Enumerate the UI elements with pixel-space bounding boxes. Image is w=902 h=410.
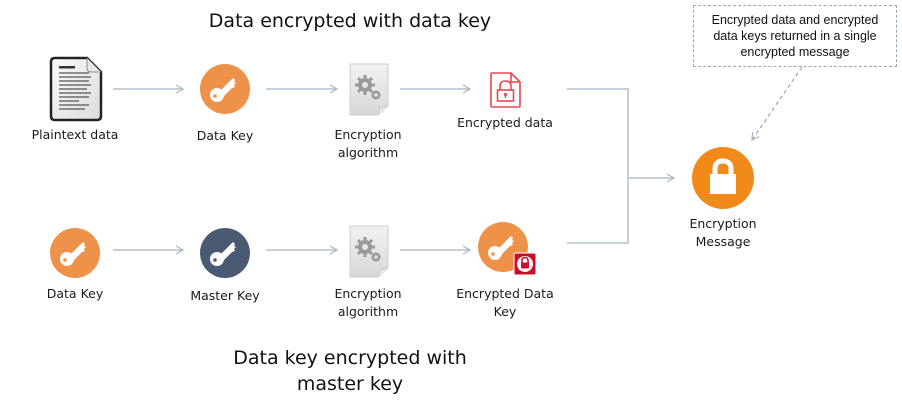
- encryption-algorithm-label-top: Encryption algorithm: [334, 127, 402, 160]
- master-key-label: Master Key: [190, 288, 260, 303]
- callout-box: Encrypted data and encrypted data keys r…: [693, 5, 897, 67]
- bottom-row-title: Data key encrypted with master key: [190, 345, 510, 397]
- data-key-icon: [200, 64, 250, 114]
- encryption-message-label: Encryption Message: [689, 216, 757, 249]
- data-key-icon-bottom: [50, 228, 100, 278]
- encrypted-data-key-label: Encrypted Data Key: [456, 286, 554, 319]
- data-key-label-top: Data Key: [196, 128, 254, 143]
- encrypted-data-key-icon: [478, 222, 540, 278]
- encryption-algorithm-label-bottom: Encryption algorithm: [334, 286, 402, 319]
- callout-connector: [751, 66, 803, 141]
- bottom-title-line2: master key: [296, 373, 404, 395]
- encryption-message-icon: [692, 147, 754, 209]
- encryption-algorithm-icon-top: [348, 62, 390, 117]
- document-icon: [49, 56, 103, 122]
- encrypted-data-label: Encrypted data: [457, 115, 553, 130]
- data-key-label-bottom: Data Key: [46, 286, 104, 301]
- bottom-title-line1: Data key encrypted with: [233, 347, 467, 369]
- plaintext-data-label: Plaintext data: [31, 127, 119, 142]
- master-key-icon: [200, 228, 250, 278]
- top-row-title: Data encrypted with data key: [208, 10, 492, 32]
- encrypted-data-icon: [489, 71, 523, 109]
- lock-badge-icon: [513, 252, 537, 276]
- encryption-algorithm-icon-bottom: [348, 224, 390, 279]
- merge-bracket: [567, 88, 629, 244]
